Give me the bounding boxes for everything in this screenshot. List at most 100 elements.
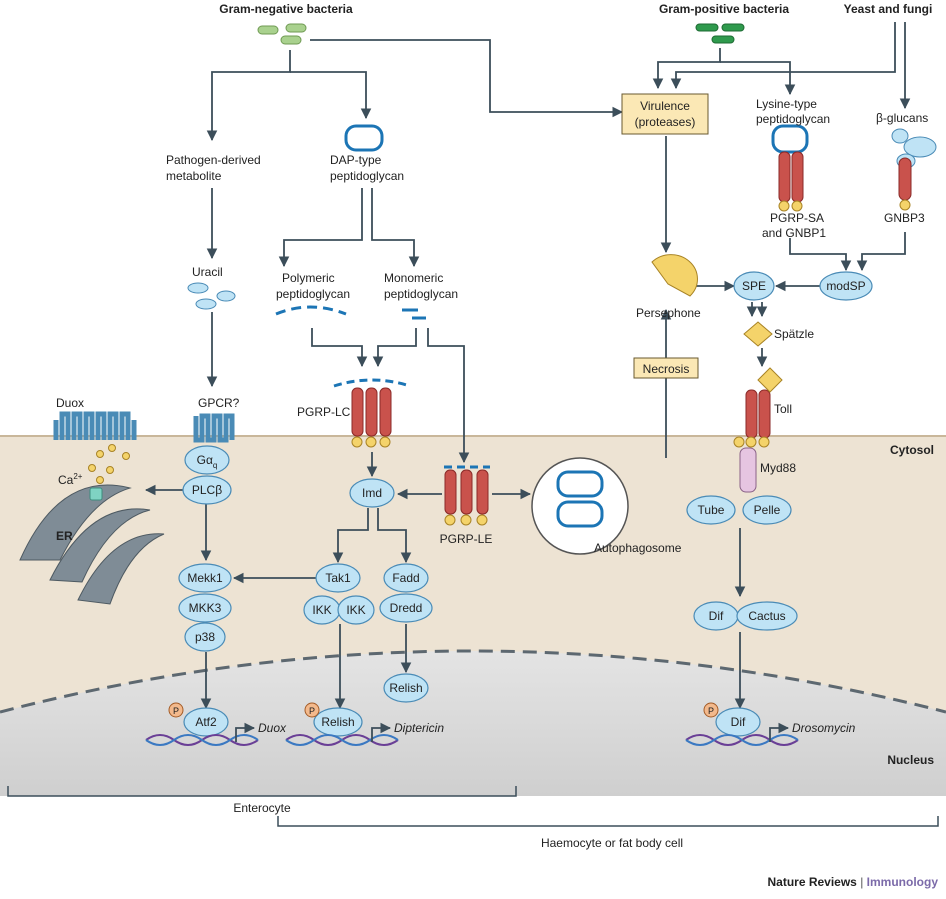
transcription-arrow [235, 722, 256, 742]
mekk1-label: Mekk1 [187, 571, 223, 585]
modsp-label: modSP [826, 279, 865, 293]
persephone-label: Persephone [636, 306, 701, 320]
phosphate-icon [703, 702, 719, 718]
duox-label: Duox [56, 396, 84, 410]
polymeric-label: peptidoglycan [276, 287, 350, 301]
dif-nuclear [715, 707, 761, 737]
uracil-label: Uracil [192, 265, 223, 279]
ikk-label-1: IKK [312, 603, 331, 617]
fadd-protein [383, 563, 429, 593]
er-label: ER [56, 529, 73, 543]
relish-nuclear [313, 707, 363, 737]
autophagosome-label: Autophagosome [594, 541, 682, 555]
toll-label: Toll [774, 402, 792, 416]
imd-label: Imd [362, 486, 382, 500]
haemocyte-label: Haemocyte or fat body cell [541, 836, 683, 850]
spatzle-ligand [743, 321, 783, 393]
plcb-protein [182, 475, 232, 505]
tube-label: Tube [698, 503, 725, 517]
ikk-label-2: IKK [346, 603, 365, 617]
transcription-arrow [371, 722, 392, 742]
gaq-label: Gαq [197, 453, 218, 470]
gram-negative-label: Gram-negative bacteria [219, 2, 353, 16]
dap-label: peptidoglycan [330, 169, 404, 183]
transcription-arrow [769, 722, 790, 742]
pgrp-lc-label: PGRP-LC [297, 405, 351, 419]
spatzle-label: Spätzle [774, 327, 814, 341]
tak1-protein [315, 563, 361, 593]
pathogen-metabolite-label: Pathogen-derived [166, 153, 261, 167]
imd-protein [349, 478, 395, 508]
gram-positive-bacteria-icon [695, 23, 745, 44]
ikk-protein-2 [337, 595, 375, 625]
pathogen-metabolite-label: metabolite [166, 169, 222, 183]
virulence-label: (proteases) [635, 115, 696, 129]
gpcr-label: GPCR? [198, 396, 240, 410]
pgrp-le-receptor [444, 465, 490, 526]
virulence-label: Virulence [640, 99, 690, 113]
tube-protein [686, 495, 736, 525]
modsp-protease [819, 271, 873, 301]
duox-gene-label: Duox [258, 721, 287, 735]
calcium-label: Ca2+ [58, 472, 83, 487]
nucleus-region [0, 651, 946, 796]
p38-label: p38 [195, 630, 215, 644]
atf2-label: Atf2 [195, 715, 217, 729]
dna-helix-icon [285, 734, 399, 746]
cytosol-label: Cytosol [890, 443, 934, 457]
phosphate-label: P [309, 706, 315, 716]
pgrp-sa-label: and GNBP1 [762, 226, 826, 240]
pgrp-lc-receptor [333, 378, 411, 448]
nucleus-label: Nucleus [887, 753, 934, 767]
polymeric-label: Polymeric [282, 271, 335, 285]
pelle-label: Pelle [754, 503, 781, 517]
drosomycin-gene-label: Drosomycin [792, 721, 856, 735]
dap-peptidoglycan-icon [344, 124, 384, 152]
monomeric-peptidoglycan-icon [402, 308, 426, 320]
necrosis-label: Necrosis [643, 362, 690, 376]
phosphate-label: P [708, 706, 714, 716]
cactus-protein [736, 601, 798, 631]
spe-label: SPE [742, 279, 766, 293]
mekk1-protein [178, 563, 232, 593]
enterocyte-label: Enterocyte [233, 801, 291, 815]
dredd-label: Dredd [390, 601, 423, 615]
er-organelle [19, 484, 165, 605]
spe-protease [733, 271, 775, 301]
toll-receptor [733, 389, 771, 448]
persephone-protease [651, 254, 698, 297]
nuclear-envelope [0, 649, 946, 714]
publisher-credit: Nature Reviews | Immunology [767, 875, 938, 889]
polymeric-peptidoglycan-icon [275, 305, 347, 316]
pgrp-sa-label: PGRP-SA [770, 211, 824, 225]
gpcr-transmembrane [193, 413, 235, 443]
dif-label: Dif [709, 609, 724, 623]
autophagosome-organelle [531, 457, 629, 555]
gram-positive-label: Gram-positive bacteria [659, 2, 789, 16]
cactus-label: Cactus [748, 609, 785, 623]
myd88-label: Myd88 [760, 461, 796, 475]
diptericin-gene-label: Diptericin [394, 721, 444, 735]
fadd-label: Fadd [392, 571, 419, 585]
monomeric-label: peptidoglycan [384, 287, 458, 301]
monomeric-label: Monomeric [384, 271, 443, 285]
relish-cytoplasmic [383, 673, 429, 703]
gnbp3-receptor [891, 128, 937, 211]
mkk3-protein [178, 593, 232, 623]
relish-nuc-label: Relish [321, 715, 354, 729]
relish-cyto-label: Relish [389, 681, 422, 695]
enterocyte-bracket [7, 786, 517, 797]
pelle-protein [742, 495, 792, 525]
dap-label: DAP-type [330, 153, 382, 167]
virulence-box [621, 93, 709, 135]
haemocyte-bracket [277, 816, 939, 827]
dna-helix-icon [145, 734, 259, 746]
p38-protein [184, 622, 226, 652]
phosphate-icon [168, 702, 184, 718]
yeast-fungi-label: Yeast and fungi [844, 2, 933, 16]
tak1-label: Tak1 [325, 571, 351, 585]
duox-transmembrane [53, 411, 137, 440]
myd88-adaptor [739, 447, 757, 493]
